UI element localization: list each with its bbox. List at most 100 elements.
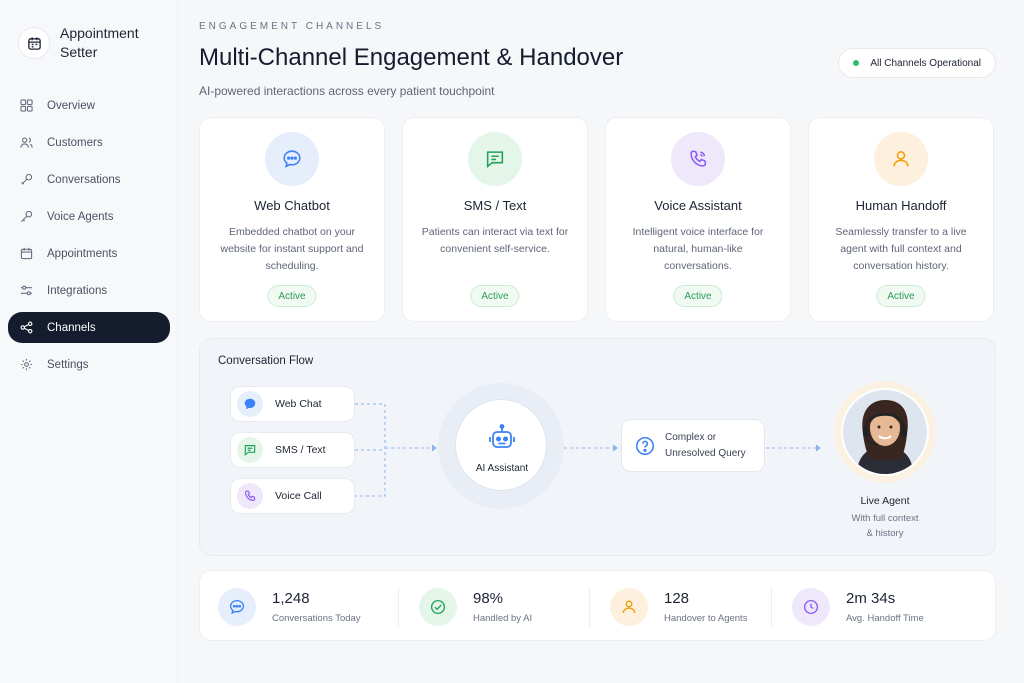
sidebar-item-customers[interactable]: Customers [8, 127, 170, 158]
page-title: Multi-Channel Engagement & Handover [199, 44, 624, 71]
query-line: Complex or [665, 431, 717, 443]
agent-sub-line: & history [866, 528, 904, 539]
sidebar-item-label: Customers [47, 136, 103, 149]
sidebar-item-appointments[interactable]: Appointments [8, 238, 170, 269]
sidebar-item-settings[interactable]: Settings [8, 349, 170, 380]
channel-cards: Web Chatbot Embedded chatbot on your web… [199, 117, 996, 322]
source-web-chat[interactable]: Web Chat [230, 386, 355, 422]
channel-description: Seamlessly transfer to a live agent with… [835, 226, 967, 272]
sidebar-item-label: Appointments [47, 247, 118, 260]
channel-card-sms[interactable]: SMS / Text Patients can interact via tex… [402, 117, 588, 322]
channel-title: Voice Assistant [654, 198, 742, 213]
channel-title: SMS / Text [463, 198, 527, 213]
stat-label: Avg. Handoff Time [846, 612, 924, 624]
query-line: Unresolved Query [665, 447, 746, 459]
status-badge: Active [673, 285, 723, 307]
divider [589, 587, 590, 627]
check-circle-icon [419, 587, 457, 626]
status-dot-icon [853, 60, 860, 66]
status-badge: Active [267, 285, 317, 307]
ai-assistant-label: AI Assistant [475, 463, 529, 474]
channel-card-web-chatbot[interactable]: Web Chatbot Embedded chatbot on your web… [199, 117, 385, 322]
message-icon [237, 437, 263, 463]
complex-query-node[interactable]: Complex or Unresolved Query [621, 419, 765, 472]
channel-title: Web Chatbot [254, 198, 330, 213]
stat-value: 1,248 [272, 589, 310, 607]
stats-bar: 1,248 Conversations Today 98% Handled by… [199, 570, 996, 641]
question-icon [635, 436, 655, 455]
chat-bubble-icon [265, 132, 319, 186]
status-badge: Active [876, 285, 926, 307]
sidebar-item-label: Settings [47, 358, 89, 371]
ai-assistant-node[interactable]: AI Assistant [455, 399, 547, 491]
channel-description: Embedded chatbot on your website for ins… [220, 226, 364, 272]
users-icon [20, 137, 33, 148]
channel-card-voice-assistant[interactable]: Voice Assistant Intelligent voice interf… [605, 117, 791, 322]
page-subtitle: AI-powered interactions across every pat… [199, 84, 495, 98]
person-icon [610, 587, 648, 626]
source-voice-call[interactable]: Voice Call [230, 478, 355, 514]
channel-card-human-handoff[interactable]: Human Handoff Seamlessly transfer to a l… [808, 117, 994, 322]
sidebar: Appointment Setter Overview Customers Co… [0, 0, 178, 683]
live-agent-avatar[interactable] [841, 388, 929, 476]
channel-description: Intelligent voice interface for natural,… [632, 226, 764, 272]
stat-value: 98% [473, 589, 504, 607]
source-label: Web Chat [275, 398, 322, 410]
divider [771, 587, 772, 627]
live-agent-subtitle: With full context & history [824, 511, 946, 541]
brand-name: Appointment Setter [60, 25, 139, 60]
sliders-icon [20, 285, 33, 296]
stat-value: 2m 34s [846, 589, 896, 607]
stat-label: Conversations Today [272, 612, 361, 624]
live-agent-label: Live Agent [860, 495, 910, 507]
source-label: SMS / Text [275, 444, 326, 456]
agent-sub-line: With full context [851, 513, 919, 524]
sidebar-item-channels[interactable]: Channels [8, 312, 170, 343]
sidebar-item-voice-agents[interactable]: Voice Agents [8, 201, 170, 232]
source-sms[interactable]: SMS / Text [230, 432, 355, 468]
stat-label: Handover to Agents [664, 612, 748, 624]
status-text: All Channels Operational [870, 57, 981, 69]
sidebar-item-overview[interactable]: Overview [8, 90, 170, 121]
phone-icon [671, 132, 725, 186]
calendar-icon [20, 247, 33, 260]
calendar-icon [18, 27, 50, 59]
status-badge[interactable]: All Channels Operational [838, 48, 996, 78]
sidebar-item-label: Channels [47, 321, 96, 334]
sidebar-item-conversations[interactable]: Conversations [8, 164, 170, 195]
channel-description: Patients can interact via text for conve… [421, 226, 569, 255]
conversation-flow-panel: Conversation Flow Web Chat [199, 338, 996, 556]
sidebar-item-label: Voice Agents [47, 210, 114, 223]
share-icon [20, 321, 33, 334]
source-label: Voice Call [275, 490, 322, 502]
stat-value: 128 [664, 589, 690, 607]
chat-bubble-icon [237, 391, 263, 417]
agent-portrait [843, 390, 927, 474]
chat-bubble-icon [218, 587, 256, 626]
sidebar-item-label: Conversations [47, 173, 121, 186]
sidebar-item-label: Integrations [47, 284, 108, 297]
main-content: ENGAGEMENT CHANNELS Multi-Channel Engage… [178, 0, 1024, 683]
stat-conversations-today: 1,248 Conversations Today [218, 571, 361, 642]
section-eyebrow: ENGAGEMENT CHANNELS [199, 21, 385, 32]
clock-icon [792, 587, 830, 626]
stat-label: Handled by AI [473, 612, 533, 624]
brand[interactable]: Appointment Setter [18, 24, 160, 62]
key-icon [20, 210, 33, 223]
divider [398, 587, 399, 627]
sidebar-item-label: Overview [47, 99, 95, 112]
channel-title: Human Handoff [855, 198, 947, 213]
flow-connectors [355, 403, 821, 497]
query-label: Complex or Unresolved Query [665, 430, 746, 462]
stat-handled-by-ai: 98% Handled by AI [419, 571, 532, 642]
stat-handover-to-agents: 128 Handover to Agents [610, 571, 747, 642]
robot-icon [489, 424, 515, 448]
stat-avg-handoff-time: 2m 34s Avg. Handoff Time [792, 571, 924, 642]
chat-icon [21, 173, 33, 185]
status-badge: Active [470, 285, 520, 307]
phone-icon [237, 483, 263, 509]
message-icon [468, 132, 522, 186]
sidebar-item-integrations[interactable]: Integrations [8, 275, 170, 306]
grid-icon [20, 99, 33, 112]
gear-icon [20, 358, 33, 371]
